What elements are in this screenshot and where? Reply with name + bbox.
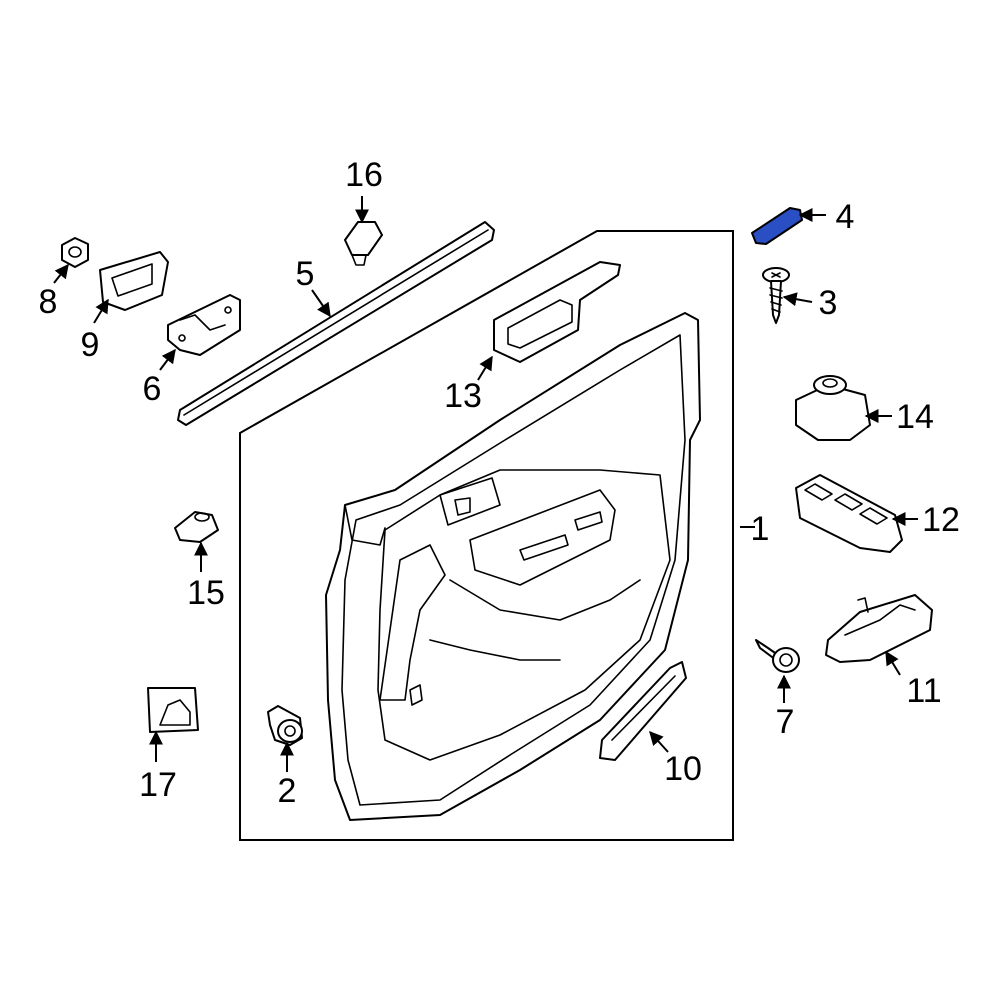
handle-bezel bbox=[99, 251, 169, 311]
screw bbox=[762, 267, 790, 324]
callout-1: 1 bbox=[751, 510, 770, 548]
highlighted-trim-cap bbox=[751, 207, 803, 245]
seat-switch bbox=[825, 594, 933, 663]
callout-5: 5 bbox=[296, 255, 315, 293]
callout-9: 9 bbox=[81, 326, 100, 364]
callout-3: 3 bbox=[819, 284, 838, 322]
window-switch bbox=[795, 474, 903, 553]
callout-15: 15 bbox=[187, 574, 225, 612]
callout-17: 17 bbox=[139, 766, 177, 804]
corner-trim bbox=[147, 687, 199, 733]
callout-12: 12 bbox=[922, 501, 960, 539]
upper-clip bbox=[344, 221, 383, 266]
washer-screw bbox=[755, 639, 800, 673]
callout-14: 14 bbox=[896, 398, 934, 436]
callout-8: 8 bbox=[39, 283, 58, 321]
callout-11: 11 bbox=[906, 672, 941, 710]
callout-4: 4 bbox=[836, 198, 855, 236]
door-trim-assembly-frame bbox=[239, 230, 734, 841]
push-pin-fastener bbox=[267, 705, 303, 746]
callout-10: 10 bbox=[664, 750, 702, 788]
callout-6: 6 bbox=[143, 370, 162, 408]
callout-13: 13 bbox=[444, 377, 482, 415]
armrest-cover bbox=[599, 661, 687, 761]
callout-labels: 1 2 3 4 5 6 7 8 9 10 11 12 13 14 15 16 1… bbox=[39, 156, 960, 810]
switch-bezel bbox=[493, 261, 621, 363]
nut bbox=[61, 237, 89, 268]
door-trim-panel bbox=[325, 312, 701, 821]
callout-7: 7 bbox=[776, 703, 795, 741]
retaining-clip bbox=[174, 511, 219, 543]
belt-weatherstrip bbox=[177, 221, 495, 426]
mirror-switch bbox=[795, 375, 871, 441]
leader-lines bbox=[53, 196, 918, 772]
handle-bracket bbox=[167, 294, 241, 356]
callout-16: 16 bbox=[345, 156, 383, 194]
callout-2: 2 bbox=[278, 772, 297, 810]
